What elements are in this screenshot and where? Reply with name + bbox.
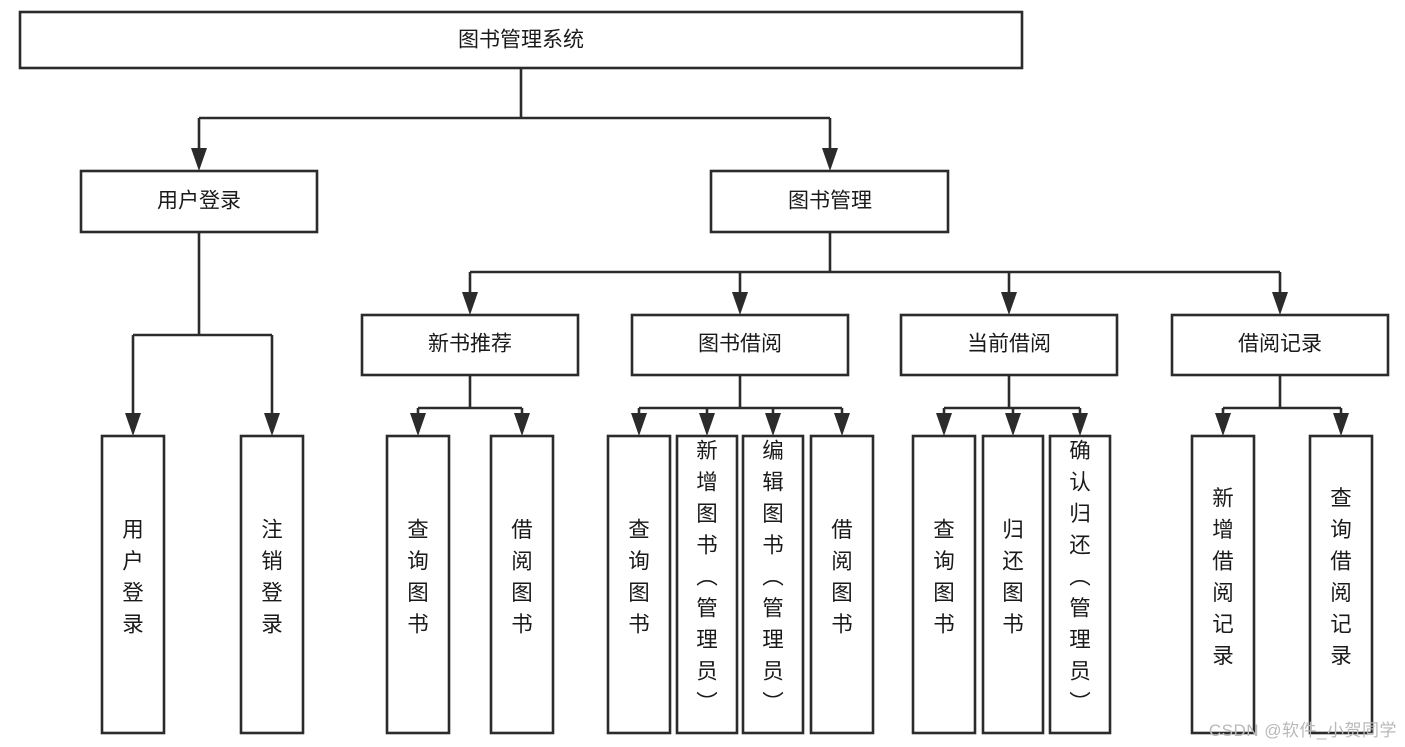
node-records-label: 借阅记录 <box>1238 333 1322 356</box>
arrow-to-leaf5 <box>631 413 647 436</box>
node-leaf-13-label: 查询借阅记录 <box>1330 486 1352 668</box>
node-leaf-11-box[interactable] <box>1048 434 1112 735</box>
arrow-to-bookmgmt <box>822 148 838 171</box>
node-bookmgmt[interactable]: 图书管理 <box>709 169 950 234</box>
arrow-to-leaf9 <box>936 413 952 436</box>
node-leaf-8-label: 借阅图书 <box>831 518 853 637</box>
node-leaf-9[interactable]: 查询图书 <box>911 434 977 735</box>
node-leaf-2[interactable]: 注销登录 <box>239 434 305 735</box>
node-leaf-5-box[interactable] <box>606 434 672 735</box>
arrow-to-leaf6 <box>699 413 715 436</box>
node-leaf-8-box[interactable] <box>809 434 875 735</box>
node-leaf-9-label: 查询图书 <box>933 518 955 637</box>
node-borrow-box[interactable] <box>630 313 850 377</box>
node-leaf-1-box[interactable] <box>100 434 166 735</box>
node-leaf-2-box[interactable] <box>239 434 305 735</box>
arrow-to-leaf13 <box>1333 413 1349 436</box>
arrow-to-login <box>191 148 207 171</box>
node-current-box[interactable] <box>899 313 1119 377</box>
node-bookmgmt-box[interactable] <box>709 169 950 234</box>
connector-layer <box>125 68 1349 436</box>
node-leaf-13[interactable]: 查询借阅记录 <box>1308 434 1374 735</box>
arrow-to-leaf7 <box>765 413 781 436</box>
arrow-to-newbook <box>462 292 478 315</box>
node-root-label: 图书管理系统 <box>458 29 584 52</box>
node-leaf-4-label: 借阅图书 <box>511 518 533 637</box>
arrow-to-leaf2 <box>264 413 280 436</box>
arrow-to-leaf12 <box>1215 413 1231 436</box>
node-records[interactable]: 借阅记录 <box>1170 313 1390 377</box>
node-root[interactable]: 图书管理系统 <box>18 10 1024 70</box>
node-leaf-10-box[interactable] <box>981 434 1045 735</box>
node-borrow[interactable]: 图书借阅 <box>630 313 850 377</box>
arrow-to-records <box>1272 292 1288 315</box>
node-leaf-1[interactable]: 用户登录 <box>100 434 166 735</box>
arrow-to-current <box>1001 292 1017 315</box>
arrow-to-borrow <box>732 292 748 315</box>
node-leaf-5-label: 查询图书 <box>628 518 650 637</box>
csdn-watermark: CSDN @软件_小贺同学 <box>1208 721 1397 740</box>
node-leaf-3-label: 查询图书 <box>407 518 429 637</box>
arrow-to-leaf10 <box>1005 413 1021 436</box>
node-leaf-1-label: 用户登录 <box>122 518 144 637</box>
node-newbook-label: 新书推荐 <box>428 333 512 356</box>
node-borrow-label: 图书借阅 <box>698 333 782 356</box>
node-newbook[interactable]: 新书推荐 <box>360 313 580 377</box>
node-login-label: 用户登录 <box>157 190 241 213</box>
node-leaf-12-label: 新增借阅记录 <box>1212 486 1234 668</box>
node-leaf-13-box[interactable] <box>1308 434 1374 735</box>
node-leaf-10[interactable]: 归还图书 <box>981 434 1045 735</box>
node-leaf-9-box[interactable] <box>911 434 977 735</box>
arrow-to-leaf1 <box>125 413 141 436</box>
node-leaf-8[interactable]: 借阅图书 <box>809 434 875 735</box>
node-records-box[interactable] <box>1170 313 1390 377</box>
arrow-to-leaf3 <box>410 413 426 436</box>
node-leaf-5[interactable]: 查询图书 <box>606 434 672 735</box>
arrow-to-leaf8 <box>834 413 850 436</box>
node-leaf-7-label: 编辑图书︵管理员︶ <box>762 439 784 715</box>
node-leaf-12[interactable]: 新增借阅记录 <box>1190 434 1256 735</box>
node-leaf-6-label: 新增图书︵管理员︶ <box>696 439 718 715</box>
node-leaf-4-box[interactable] <box>489 434 555 735</box>
node-leaf-2-label: 注销登录 <box>261 518 283 637</box>
node-leaf-6[interactable]: 新增图书︵管理员︶ <box>675 434 739 735</box>
node-leaf-11[interactable]: 确认归还︵管理员︶ <box>1048 434 1112 735</box>
node-login[interactable]: 用户登录 <box>79 169 319 234</box>
node-bookmgmt-label: 图书管理 <box>788 190 872 213</box>
node-leaf-3[interactable]: 查询图书 <box>385 434 451 735</box>
node-leaf-7-box[interactable] <box>741 434 805 735</box>
node-leaf-12-box[interactable] <box>1190 434 1256 735</box>
node-leaf-6-box[interactable] <box>675 434 739 735</box>
node-root-box[interactable] <box>18 10 1024 70</box>
arrow-to-leaf4 <box>514 413 530 436</box>
node-login-box[interactable] <box>79 169 319 234</box>
node-leaf-7[interactable]: 编辑图书︵管理员︶ <box>741 434 805 735</box>
node-leaf-11-label: 确认归还︵管理员︶ <box>1069 439 1091 715</box>
node-current-label: 当前借阅 <box>967 333 1051 356</box>
arrow-to-leaf11 <box>1072 413 1088 436</box>
node-leaf-10-label: 归还图书 <box>1002 518 1024 637</box>
node-newbook-box[interactable] <box>360 313 580 377</box>
node-leaf-4[interactable]: 借阅图书 <box>489 434 555 735</box>
node-current[interactable]: 当前借阅 <box>899 313 1119 377</box>
node-leaf-3-box[interactable] <box>385 434 451 735</box>
